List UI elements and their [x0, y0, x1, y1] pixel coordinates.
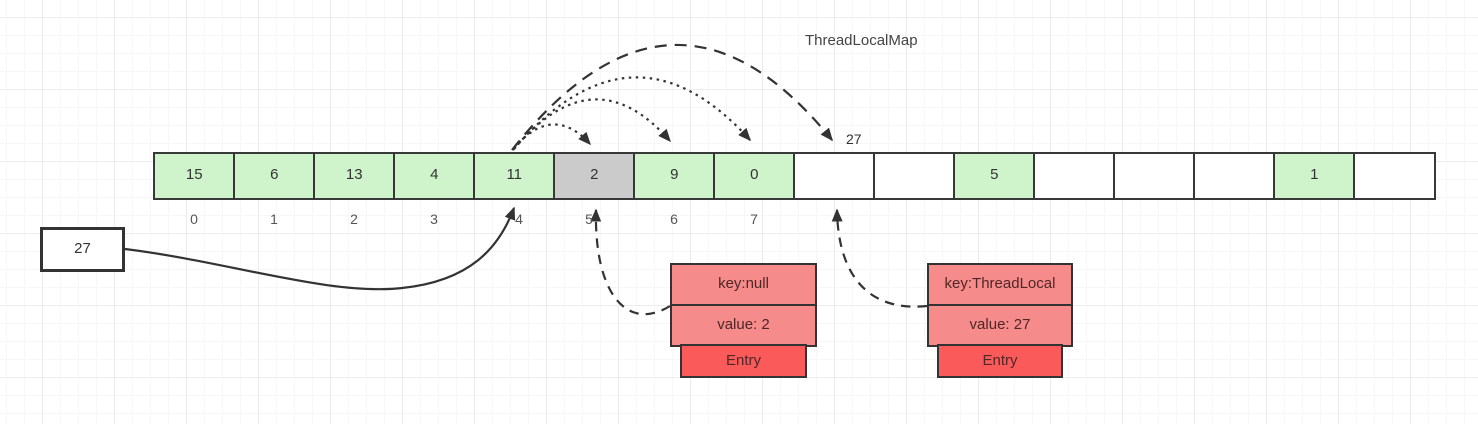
index-label-6: 6	[670, 211, 678, 227]
array-cell-14: 1	[1273, 152, 1356, 200]
array-cell-9	[873, 152, 956, 200]
probe-arc-cell4-to-cell8	[511, 43, 833, 151]
array-cell-2: 13	[313, 152, 396, 200]
entry-footer: Entry	[680, 344, 807, 378]
array-cell-12	[1113, 152, 1196, 200]
incoming-value-box: 27	[40, 227, 125, 272]
array-cell-4: 11	[473, 152, 556, 200]
array-cell-5: 2	[553, 152, 636, 200]
entry-card-null: key:null value: 2 Entry	[670, 263, 817, 378]
index-label-0: 0	[190, 211, 198, 227]
array-cell-15	[1353, 152, 1436, 200]
probe-target-label: 27	[846, 131, 862, 147]
index-label-3: 3	[430, 211, 438, 227]
index-label-7: 7	[750, 211, 758, 227]
probe-arc-cell4-to-cell7	[512, 76, 752, 151]
entry-footer: Entry	[937, 344, 1063, 378]
diagram-title: ThreadLocalMap	[805, 32, 918, 49]
hash-bucket-array: 15 6 13 4 11 2 9 0 5 1	[153, 152, 1436, 200]
index-label-1: 1	[270, 211, 278, 227]
probe-arc-cell4-to-cell5	[513, 123, 592, 149]
array-cell-13	[1193, 152, 1276, 200]
array-cell-7: 0	[713, 152, 796, 200]
index-label-4: 4	[515, 211, 523, 227]
entry-key-row: key:null	[670, 263, 817, 306]
array-cell-6: 9	[633, 152, 716, 200]
array-cell-10: 5	[953, 152, 1036, 200]
array-cell-1: 6	[233, 152, 316, 200]
dashed-arrow-entry-threadlocal-to-cell8	[831, 208, 928, 308]
index-label-2: 2	[350, 211, 358, 227]
entry-value-row: value: 27	[927, 303, 1073, 347]
array-cell-3: 4	[393, 152, 476, 200]
array-cell-8	[793, 152, 876, 200]
array-cell-11	[1033, 152, 1116, 200]
probe-arc-cell4-to-cell6	[513, 98, 671, 150]
array-cell-0: 15	[153, 152, 236, 200]
entry-key-row: key:ThreadLocal	[927, 263, 1073, 306]
entry-card-threadlocal: key:ThreadLocal value: 27 Entry	[927, 263, 1073, 378]
index-label-5: 5	[585, 211, 593, 227]
entry-value-row: value: 2	[670, 303, 817, 347]
